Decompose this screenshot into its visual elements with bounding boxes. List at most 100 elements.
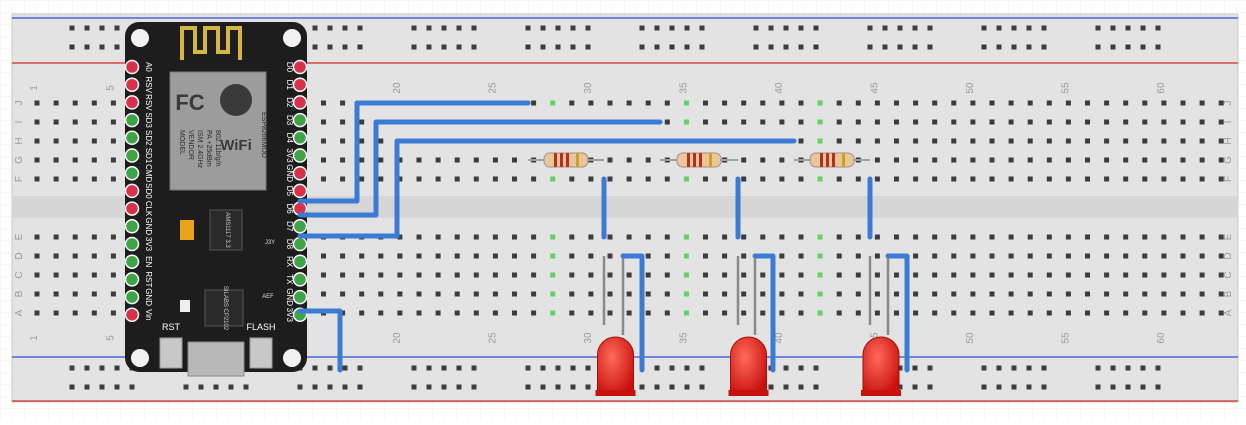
hole [1085, 234, 1090, 240]
hole [989, 272, 995, 278]
hole [1199, 138, 1205, 144]
rail-hole [768, 384, 774, 390]
rail-hole [996, 44, 1002, 50]
row-letter: C [14, 271, 25, 278]
rail-hole [912, 384, 918, 390]
rst-button [159, 337, 183, 369]
hole [492, 291, 498, 297]
hole [607, 176, 613, 182]
leds [595, 256, 901, 396]
led-rim [728, 390, 769, 396]
rail-hole [927, 365, 933, 371]
hole [473, 310, 479, 316]
hole [1199, 157, 1205, 163]
pin-header [292, 112, 308, 128]
wire-d6 [297, 119, 663, 218]
rail-hole [813, 25, 819, 31]
hole [607, 291, 613, 297]
hole [397, 253, 403, 259]
led-body [730, 336, 767, 396]
hole [1027, 310, 1033, 316]
pin-label: 3V3 [144, 237, 153, 252]
hole [110, 100, 116, 106]
hole [512, 157, 517, 163]
hole [874, 138, 880, 144]
hole [588, 176, 594, 182]
hole [664, 310, 670, 316]
rail-hole [699, 365, 705, 371]
hole [359, 310, 365, 316]
hole [72, 157, 78, 163]
hole [1161, 100, 1167, 106]
rail-hole [1026, 25, 1032, 31]
column-number: 35 [678, 82, 689, 94]
pin-header [292, 148, 308, 163]
rail-hole [411, 44, 417, 50]
hole [836, 272, 842, 278]
hole [1027, 253, 1033, 259]
rail-hole [357, 25, 363, 31]
hole [645, 310, 651, 316]
rail-hole [99, 365, 105, 371]
wire-gnd [297, 308, 343, 373]
hole [817, 138, 823, 144]
hole [1218, 291, 1224, 297]
hole [626, 310, 632, 316]
hole [645, 157, 651, 163]
hole [779, 100, 785, 106]
rail-hole [1026, 384, 1032, 390]
hole [473, 234, 479, 240]
pin-label: D7 [285, 221, 294, 232]
chip-label: AEF [262, 294, 274, 300]
rail-hole [456, 365, 462, 371]
hole [703, 253, 708, 259]
row-letter: C [1223, 271, 1234, 278]
hole [34, 119, 40, 125]
pin-label: CMD [144, 164, 153, 182]
rail-hole [867, 44, 873, 50]
hole [416, 253, 422, 259]
pin-header [124, 148, 140, 163]
hole [1123, 100, 1129, 106]
rail-hole [327, 384, 333, 390]
hole [970, 310, 976, 316]
rail-hole [1155, 44, 1161, 50]
resistor-band [699, 153, 702, 167]
rail-hole [654, 25, 660, 31]
hole [1046, 119, 1052, 125]
hole [779, 157, 785, 163]
pin-label: SD0 [144, 183, 153, 199]
rail-hole [1011, 44, 1017, 50]
regulator-chip [209, 209, 243, 251]
rail-hole [897, 365, 903, 371]
rail-hole [471, 44, 477, 50]
rail-hole [753, 25, 759, 31]
hole [970, 253, 976, 259]
hole [1008, 138, 1014, 144]
rail-hole [84, 44, 90, 50]
hole [492, 157, 498, 163]
hole [378, 253, 384, 259]
pin-label: RX [285, 256, 294, 268]
hole [817, 176, 823, 182]
hole [110, 176, 116, 182]
smd-part [180, 300, 190, 312]
pin-label: CLK [144, 201, 153, 217]
hole [760, 100, 766, 106]
hole [1218, 272, 1224, 278]
hole [340, 176, 346, 182]
led-body [862, 336, 900, 396]
pin-label: D8 [285, 239, 294, 250]
hole [569, 272, 575, 278]
hole [970, 119, 976, 125]
rail-hole [1095, 25, 1101, 31]
rail-hole [585, 25, 591, 31]
hole [951, 119, 957, 125]
row-letter: F [1223, 176, 1234, 182]
hole [989, 310, 995, 316]
hole [72, 176, 78, 182]
hole [1218, 138, 1224, 144]
hole [1180, 100, 1186, 106]
hole [703, 119, 708, 125]
